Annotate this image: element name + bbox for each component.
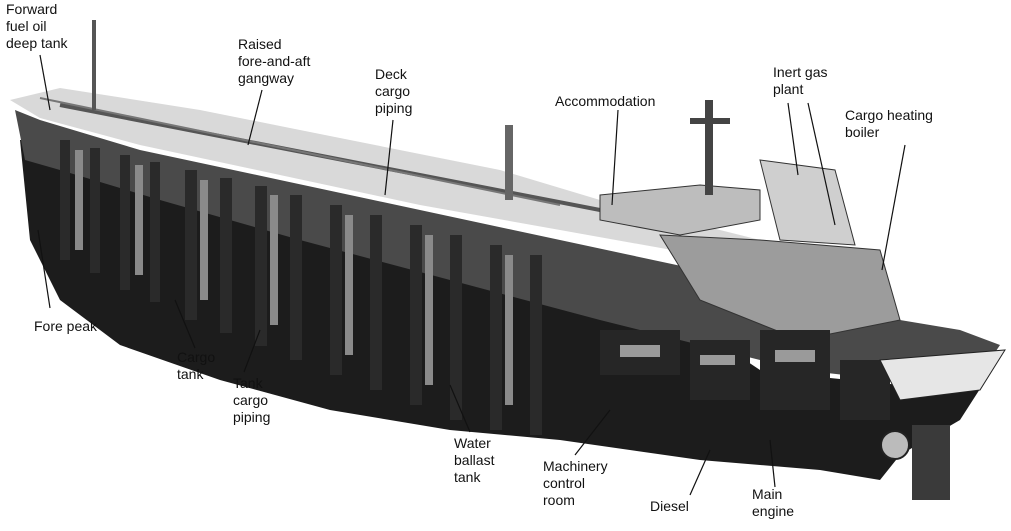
funnel-casing	[759, 159, 856, 246]
engine-room-machinery	[600, 330, 890, 420]
stern	[879, 349, 1006, 401]
label-inert-gas-plant: Inert gas plant	[773, 64, 828, 97]
label-machinery-control-room: Machinery control room	[543, 458, 608, 508]
label-fore-peak: Fore peak	[34, 318, 98, 334]
label-main-engine: Main engine	[752, 486, 795, 519]
forward-mast	[92, 20, 96, 110]
leader-lines	[37, 54, 906, 496]
label-deck-cargo-piping: Deck cargo piping	[375, 66, 413, 116]
accommodation-block	[599, 184, 761, 236]
gangway	[39, 97, 561, 206]
label-forward-fuel-oil-deep-tank: Forward fuel oil deep tank	[6, 1, 68, 51]
label-diesel: Diesel	[650, 498, 689, 514]
rudder	[912, 425, 950, 500]
aft-superstructure	[659, 234, 901, 341]
midship-post	[505, 125, 513, 200]
label-cargo-tank: Cargo tank	[177, 349, 216, 382]
cargo-tank-webs	[75, 150, 513, 405]
radar-mast	[705, 100, 713, 195]
label-water-ballast-tank: Water ballast tank	[454, 435, 495, 485]
machinery-highlights	[620, 345, 815, 365]
label-cargo-heating-boiler: Cargo heating boiler	[845, 107, 933, 140]
label-raised-gangway: Raised fore-and-aft gangway	[238, 36, 311, 86]
propeller	[880, 430, 910, 460]
label-accommodation: Accommodation	[555, 93, 656, 109]
label-tank-cargo-piping: Tank cargo piping	[233, 375, 271, 425]
cargo-tank-frames	[60, 140, 542, 435]
